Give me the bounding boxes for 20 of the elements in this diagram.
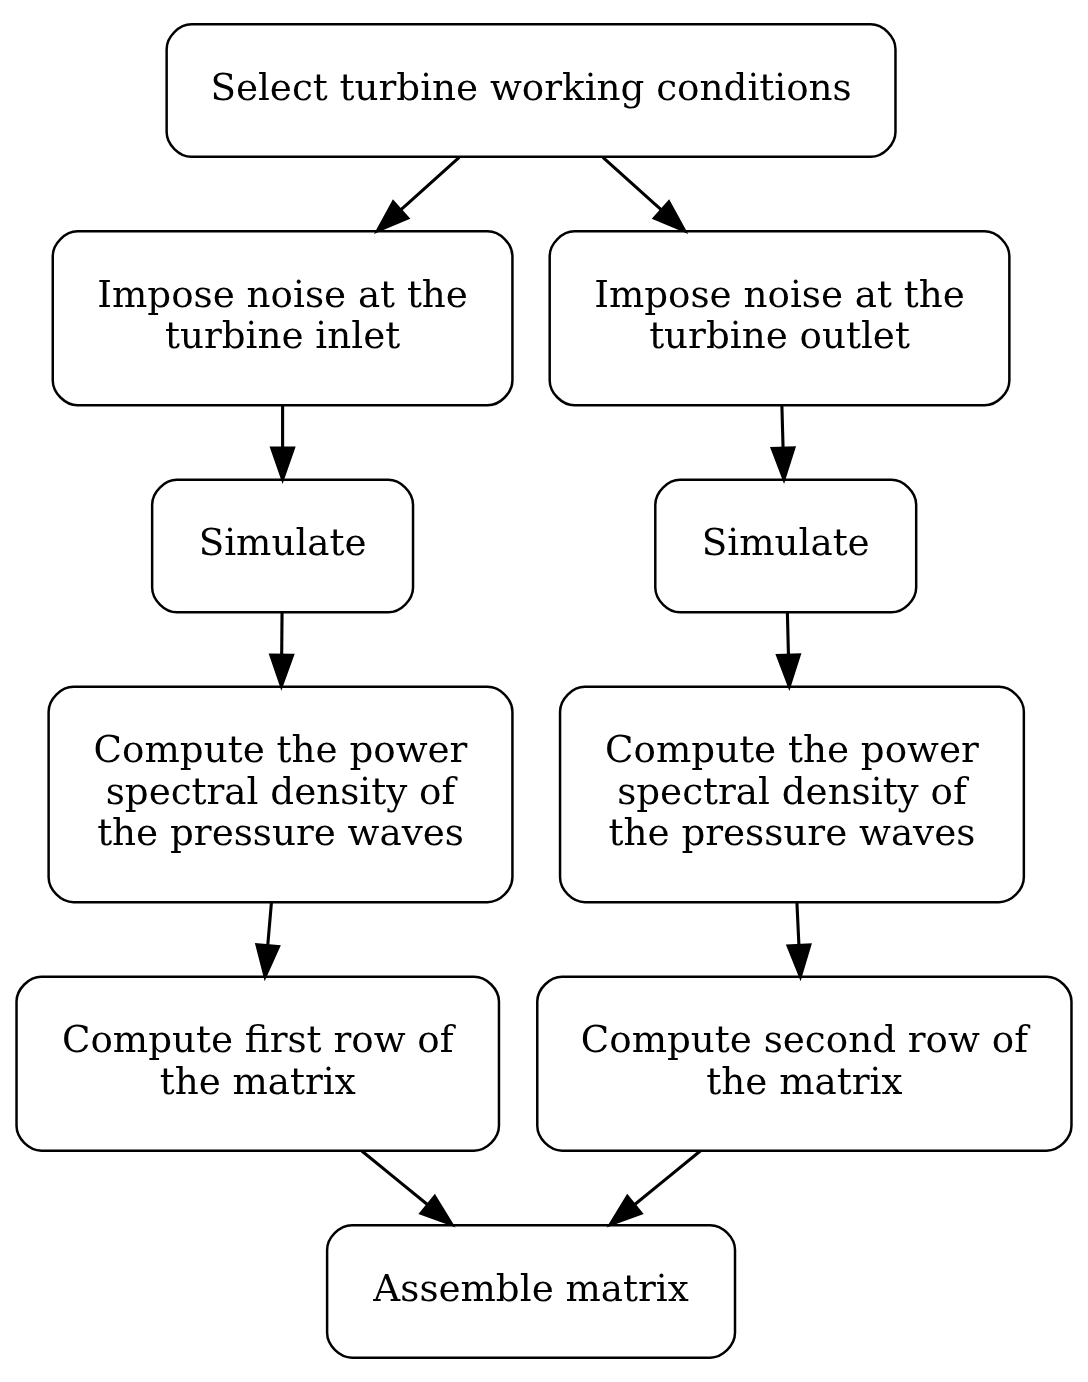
node-box: Compute the power spectral density of the pressure waves (47, 685, 514, 904)
arrow (360, 1149, 456, 1228)
node-box: Simulate (654, 478, 918, 614)
arrow (785, 902, 812, 982)
node-box: Compute the power spectral density of the pressure waves (558, 685, 1026, 904)
node-box: Simulate (150, 478, 415, 614)
arrow (269, 405, 296, 484)
node-box: Impose noise at the turbine outlet (548, 230, 1011, 407)
arrow (606, 1149, 702, 1228)
arrow (770, 405, 797, 484)
arrow (373, 156, 461, 235)
node-box: Impose noise at the turbine inlet (51, 230, 514, 407)
arrow (601, 156, 689, 235)
arrow (268, 612, 295, 691)
arrow (775, 612, 802, 691)
node-box: Compute second row of the matrix (536, 975, 1073, 1152)
arrow (254, 902, 281, 982)
node-box: Compute first row of the matrix (15, 975, 501, 1152)
node-box: Assemble matrix (325, 1223, 737, 1359)
node-box: Select turbine working conditions (165, 23, 897, 159)
